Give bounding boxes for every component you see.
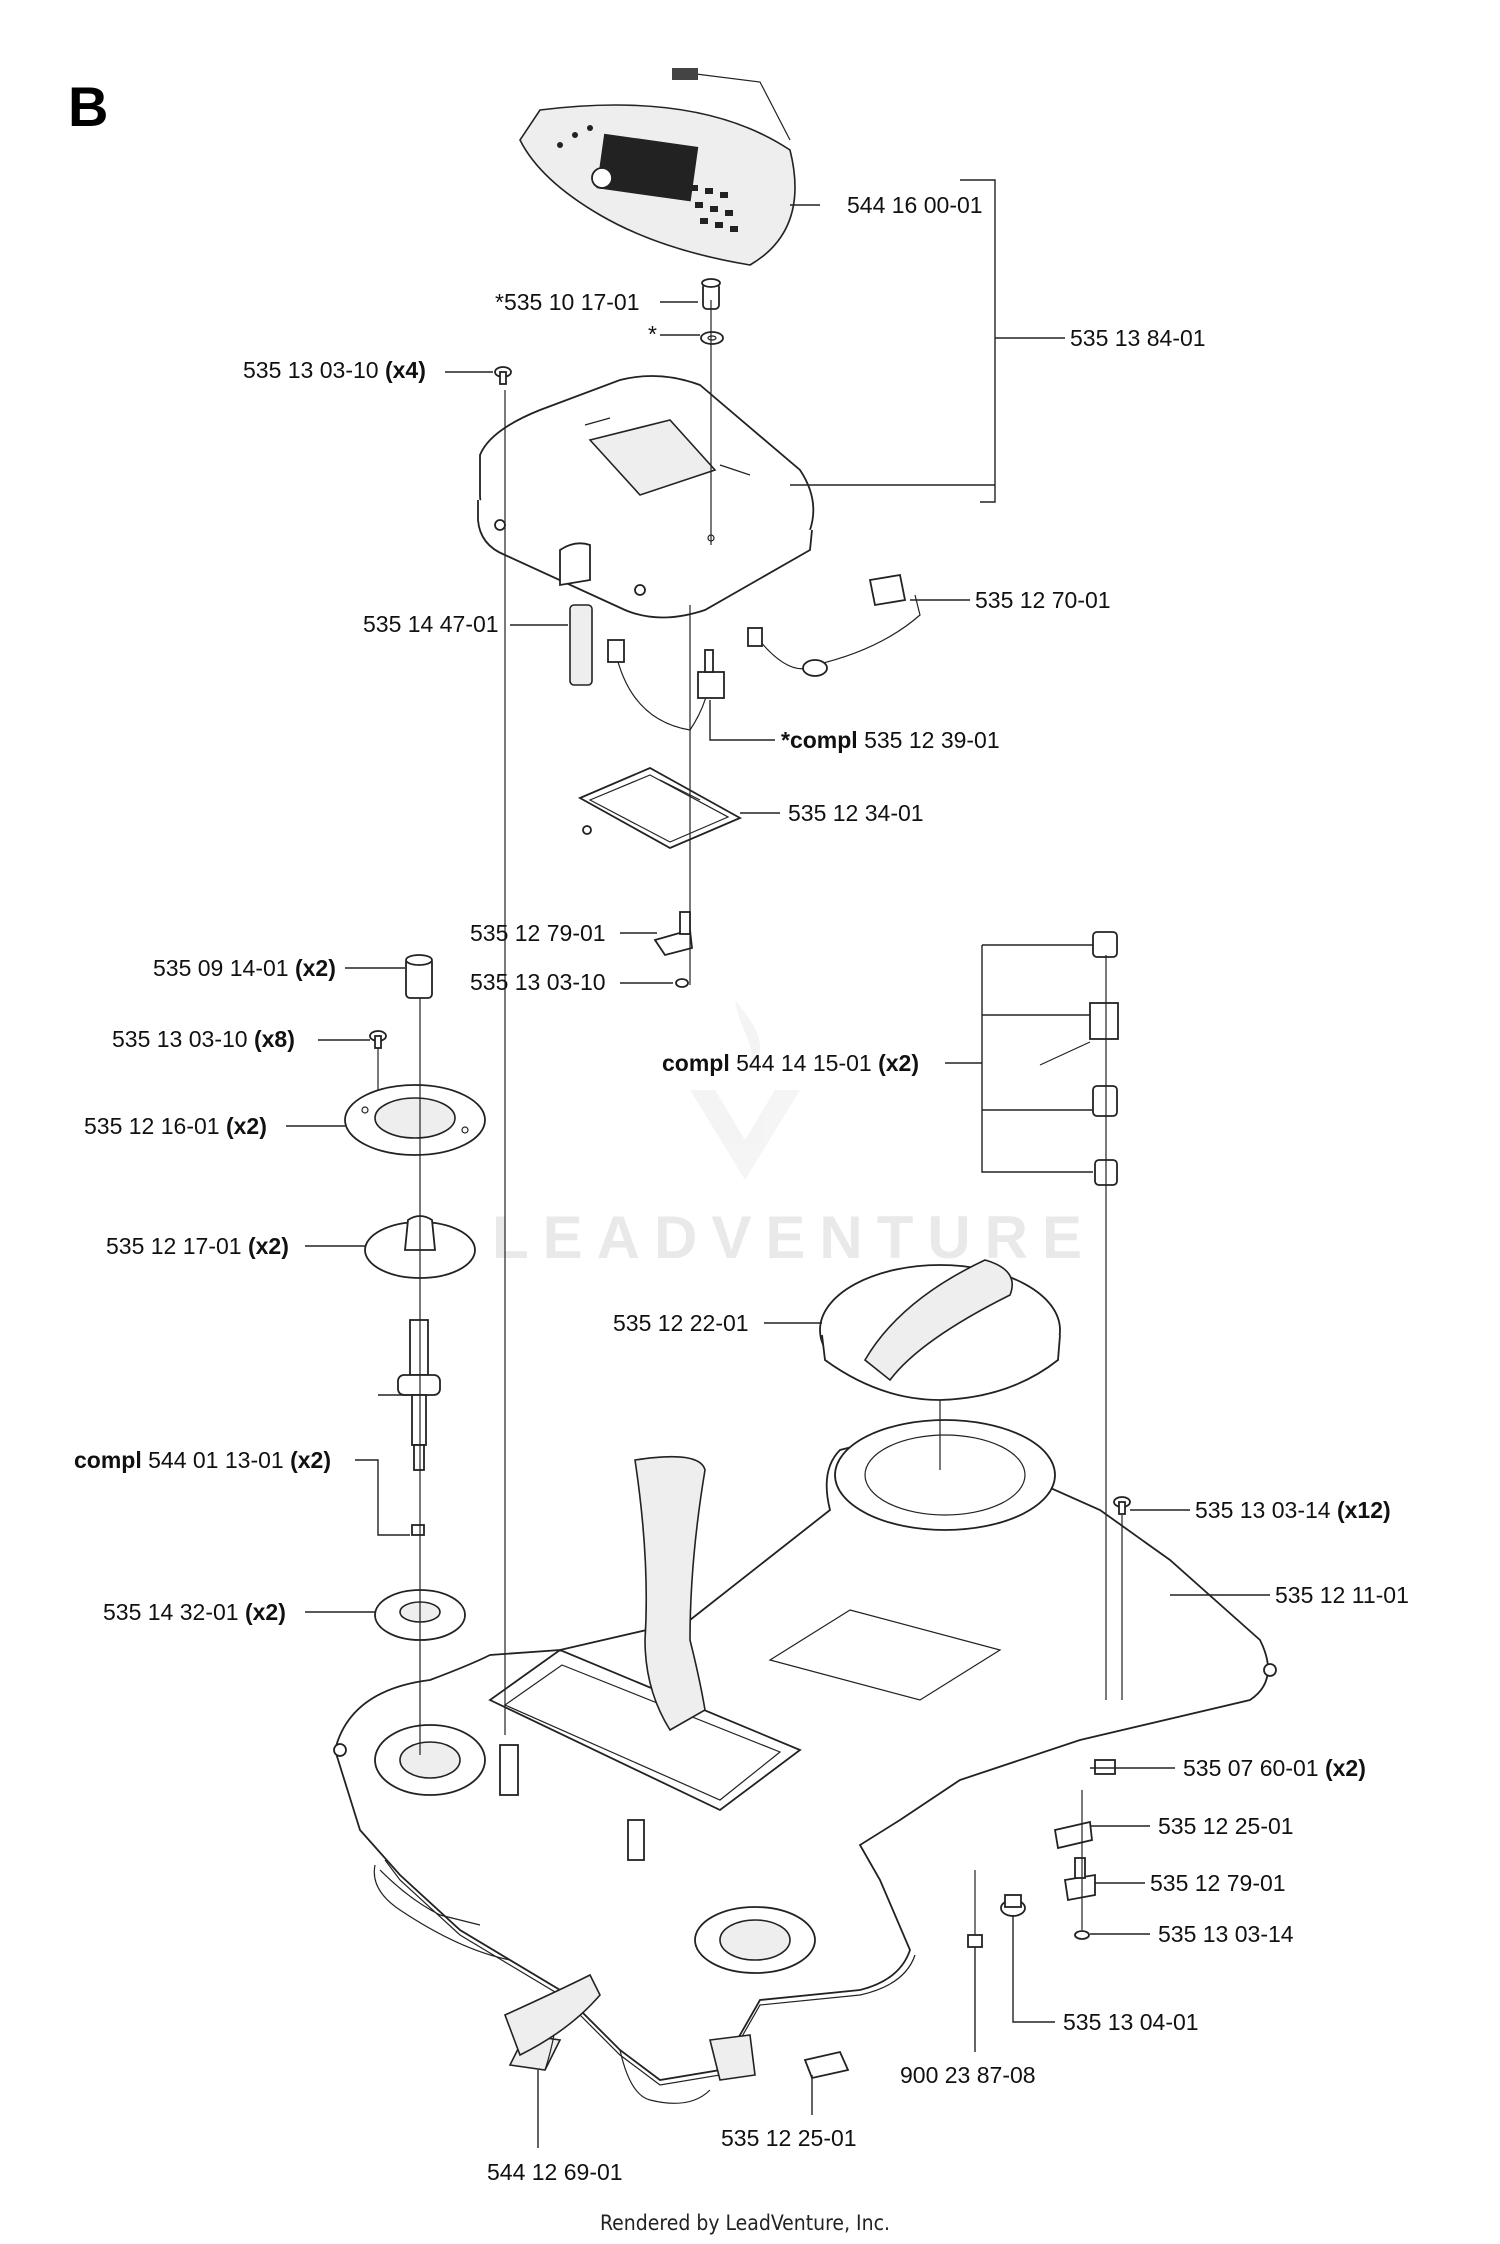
callout-535-09-14-01-x2: 535 09 14-01 (x2) [153, 955, 336, 981]
washer-part [700, 331, 724, 345]
callout-535-12-11-01: 535 12 11-01 [1275, 1582, 1409, 1608]
callout-544-12-69-01: 544 12 69-01 [487, 2159, 623, 2185]
callout-535-13-03-14: 535 13 03-14 [1158, 1921, 1294, 1947]
callout-535-12-17-01-x2: 535 12 17-01 (x2) [106, 1233, 289, 1259]
callout-535-12-70-01: 535 12 70-01 [975, 587, 1111, 613]
screw-lower-part [1074, 1930, 1090, 1940]
bushing-top-part [1092, 931, 1118, 958]
watermark-logo [690, 1000, 800, 1180]
callout-535-10-17-01: *535 10 17-01 [495, 289, 640, 315]
spacer-part [405, 954, 433, 999]
callout-535-12-39-01: *compl 535 12 39-01 [781, 727, 1000, 753]
grommet-part [1000, 1894, 1026, 1917]
callout-535-13-03-10-x8: 535 13 03-10 (x8) [112, 1026, 295, 1052]
callout-535-13-03-10-x4: 535 13 03-10 (x4) [243, 357, 426, 383]
footer-credit: Rendered by LeadVenture, Inc. [600, 2211, 890, 2235]
callout-535-12-79-01-lower: 535 12 79-01 [1150, 1870, 1286, 1896]
upper-cover-part [477, 375, 815, 619]
chassis-part [333, 1419, 1277, 2104]
strap-part [559, 542, 593, 686]
callout-535-12-34-01: 535 12 34-01 [788, 800, 924, 826]
flange-plate-part [344, 1084, 486, 1156]
hinge-part [1039, 1002, 1119, 1066]
callout-asterisk: * [648, 321, 657, 347]
callout-544-16-00-01: 544 16 00-01 [847, 192, 983, 218]
clip-part [653, 911, 693, 957]
callout-535-07-60-01-x2: 535 07 60-01 (x2) [1183, 1755, 1366, 1781]
circuit-board-part [577, 766, 743, 850]
callout-535-13-04-01: 535 13 04-01 [1063, 2009, 1199, 2035]
cover-disc-part [819, 1259, 1061, 1401]
sensor-cable-part [747, 573, 921, 677]
leader-lines [286, 179, 1270, 2148]
callout-535-12-25-01-right: 535 12 25-01 [1158, 1813, 1294, 1839]
callout-535-14-47-01: 535 14 47-01 [363, 611, 499, 637]
clip-lower-part [1063, 1857, 1096, 1902]
joint-assembly-part [397, 1319, 441, 1536]
switch-part [607, 639, 725, 731]
bushing-mid-part [1092, 1085, 1118, 1117]
screw-x8-part [369, 1030, 387, 1049]
callout-535-12-79-01: 535 12 79-01 [470, 920, 606, 946]
callout-900-23-87-08: 900 23 87-08 [900, 2062, 1036, 2088]
cable-tie-part [967, 1870, 983, 1948]
screw-x12-part [1113, 1496, 1131, 1515]
callout-535-13-84-01: 535 13 84-01 [1070, 325, 1206, 351]
callout-535-13-03-10: 535 13 03-10 [470, 969, 606, 995]
bracket-part [1053, 1820, 1093, 1850]
screw-small-part [675, 978, 689, 988]
watermark-text: LEADVENTURE [492, 1204, 1096, 1271]
rubber-foot-part [1094, 1759, 1116, 1775]
keypad-overlay-part [519, 68, 796, 266]
callout-535-12-25-01-bottom: 535 12 25-01 [721, 2125, 857, 2151]
callout-535-12-22-01: 535 12 22-01 [613, 1310, 749, 1336]
callout-535-13-03-14-x12: 535 13 03-14 (x12) [1195, 1497, 1391, 1523]
callout-535-14-32-01-x2: 535 14 32-01 (x2) [103, 1599, 286, 1625]
callout-544-14-15-01-x2: compl 544 14 15-01 (x2) [662, 1050, 919, 1076]
screw-part [494, 366, 512, 385]
section-letter: B [68, 75, 108, 138]
label-bracket-part [803, 2050, 850, 2080]
ribbon-cable-part [503, 1973, 601, 2057]
callout-535-12-16-01-x2: 535 12 16-01 (x2) [84, 1113, 267, 1139]
callout-544-01-13-01-x2: compl 544 01 13-01 (x2) [74, 1447, 331, 1473]
